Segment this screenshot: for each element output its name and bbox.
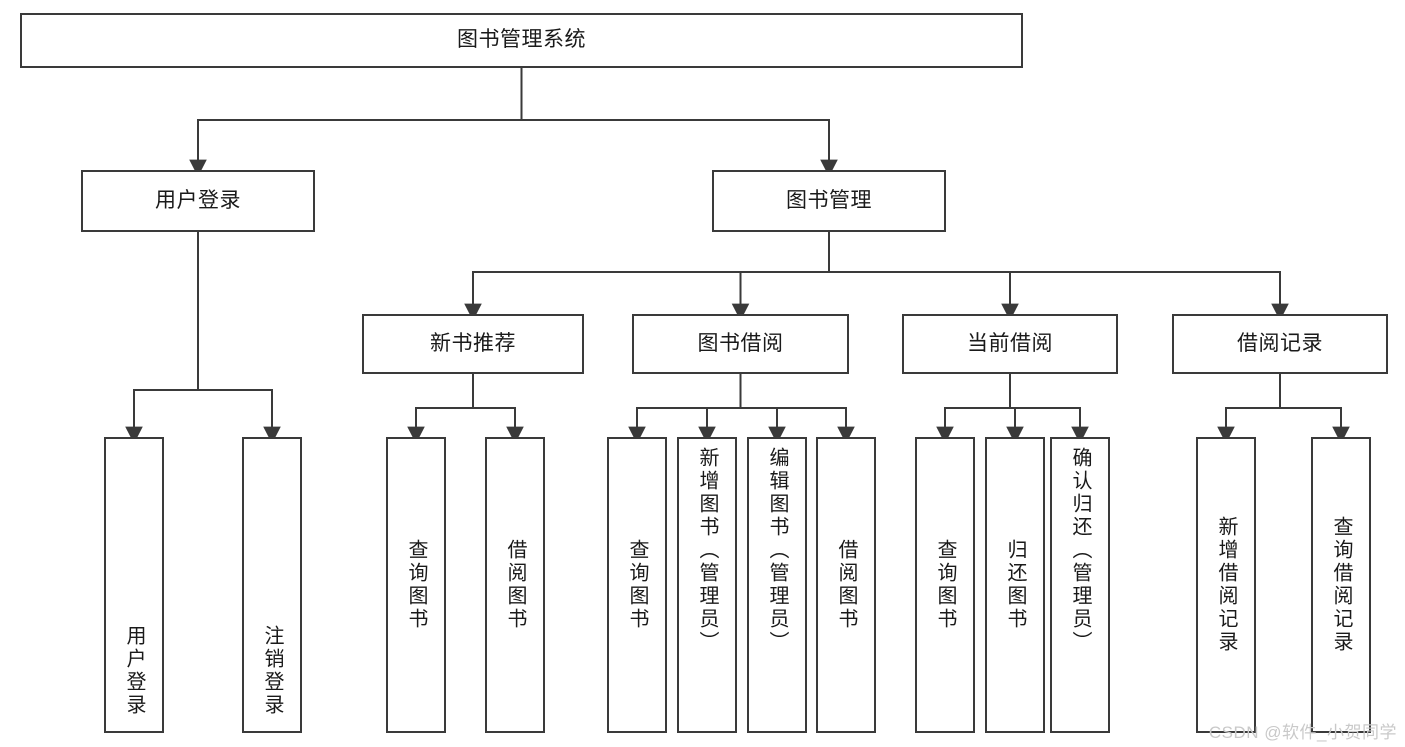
node-label: 编辑图书（管理员） — [766, 447, 788, 654]
node-leaf-add-record[interactable]: 新增借阅记录 — [1196, 437, 1256, 733]
node-label: 查询图书 — [626, 539, 648, 631]
node-label: 查询借阅记录 — [1330, 516, 1352, 654]
node-label: 新书推荐 — [430, 331, 516, 355]
node-leaf-return-book[interactable]: 归还图书 — [985, 437, 1045, 733]
node-label: 当前借阅 — [967, 331, 1053, 355]
node-leaf-query-book-3[interactable]: 查询图书 — [915, 437, 975, 733]
node-leaf-query-book-2[interactable]: 查询图书 — [607, 437, 667, 733]
node-label: 归还图书 — [1004, 539, 1026, 631]
node-new-book-recommend[interactable]: 新书推荐 — [362, 314, 584, 374]
watermark: CSDN @软件_小贺同学 — [1208, 723, 1397, 742]
node-label: 用户登录 — [155, 188, 241, 212]
node-current-borrow[interactable]: 当前借阅 — [902, 314, 1118, 374]
node-label: 用户登录 — [123, 625, 145, 717]
node-leaf-borrow-book-2[interactable]: 借阅图书 — [816, 437, 876, 733]
node-leaf-confirm-return[interactable]: 确认归还（管理员） — [1050, 437, 1110, 733]
node-label: 新增借阅记录 — [1215, 516, 1237, 654]
node-leaf-borrow-book-1[interactable]: 借阅图书 — [485, 437, 545, 733]
node-label: 借阅图书 — [835, 539, 857, 631]
node-label: 图书管理系统 — [457, 28, 586, 52]
node-book-management[interactable]: 图书管理 — [712, 170, 946, 232]
node-leaf-edit-book[interactable]: 编辑图书（管理员） — [747, 437, 807, 733]
node-label: 借阅记录 — [1237, 331, 1323, 355]
node-label: 新增图书（管理员） — [696, 447, 718, 654]
node-label: 图书借阅 — [697, 331, 784, 355]
node-book-borrow[interactable]: 图书借阅 — [632, 314, 849, 374]
node-root[interactable]: 图书管理系统 — [20, 13, 1023, 68]
node-label: 借阅图书 — [504, 539, 526, 631]
node-leaf-add-book[interactable]: 新增图书（管理员） — [677, 437, 737, 733]
node-user-login[interactable]: 用户登录 — [81, 170, 315, 232]
node-label: 查询图书 — [405, 539, 427, 631]
node-borrow-records[interactable]: 借阅记录 — [1172, 314, 1388, 374]
node-label: 图书管理 — [786, 188, 872, 212]
node-label: 注销登录 — [261, 625, 283, 717]
node-leaf-query-record[interactable]: 查询借阅记录 — [1311, 437, 1371, 733]
node-label: 确认归还（管理员） — [1069, 447, 1091, 654]
node-leaf-user-login[interactable]: 用户登录 — [104, 437, 164, 733]
node-label: 查询图书 — [934, 539, 956, 631]
node-leaf-query-book-1[interactable]: 查询图书 — [386, 437, 446, 733]
node-leaf-user-logout[interactable]: 注销登录 — [242, 437, 302, 733]
